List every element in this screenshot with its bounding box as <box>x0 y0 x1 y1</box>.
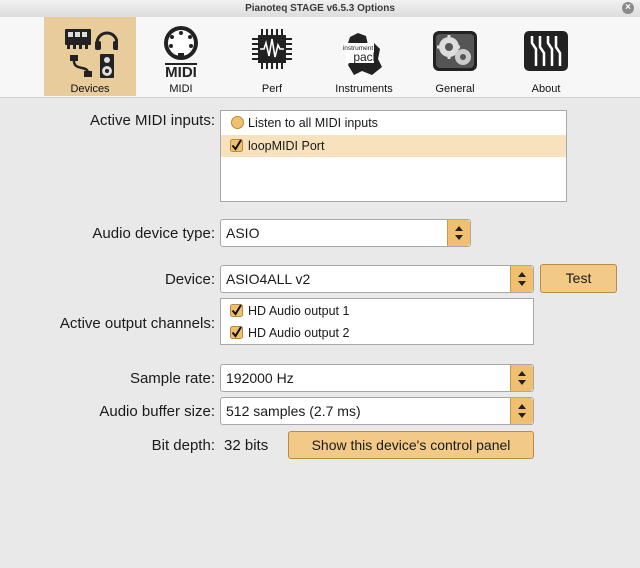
output-channels-list[interactable]: HD Audio output 1 HD Audio output 2 <box>220 298 534 345</box>
instrument-icon-big-text: pack <box>353 50 379 64</box>
tab-perf-label: Perf <box>261 83 283 95</box>
general-icon <box>433 31 477 71</box>
tab-perf[interactable]: Perf <box>226 17 318 96</box>
buffer-size-select[interactable]: 512 samples (2.7 ms) <box>220 397 534 425</box>
output-channel-text: HD Audio output 2 <box>248 326 350 340</box>
midi-input-listen-all[interactable]: Listen to all MIDI inputs <box>221 112 566 134</box>
tab-instruments-label: Instruments <box>335 83 393 95</box>
checkbox-checked-icon[interactable] <box>230 326 243 339</box>
midi-inputs-list[interactable]: Listen to all MIDI inputs loopMIDI Port <box>220 110 567 202</box>
midi-input-text: loopMIDI Port <box>248 139 325 153</box>
audio-device-type-label: Audio device type: <box>92 225 215 242</box>
test-button[interactable]: Test <box>540 264 617 293</box>
tab-general[interactable]: General <box>409 17 501 96</box>
output-channel-2[interactable]: HD Audio output 2 <box>221 322 533 344</box>
bit-depth-label: Bit depth: <box>151 437 215 454</box>
updown-arrows-icon[interactable] <box>510 398 533 424</box>
sample-rate-value: 192000 Hz <box>226 370 294 386</box>
perf-icon <box>252 29 292 69</box>
window-title: Pianoteq STAGE v6.5.3 Options <box>245 3 395 14</box>
close-icon[interactable]: × <box>622 2 634 14</box>
midi-icon: MIDI <box>164 26 198 79</box>
output-channels-label: Active output channels: <box>59 315 215 332</box>
device-select[interactable]: ASIO4ALL v2 <box>220 265 534 293</box>
output-channel-1[interactable]: HD Audio output 1 <box>221 300 533 322</box>
devices-icon <box>65 29 118 78</box>
updown-arrows-icon[interactable] <box>447 220 470 246</box>
device-label: Device: <box>164 271 215 288</box>
output-channel-text: HD Audio output 1 <box>248 304 350 318</box>
tab-midi[interactable]: MIDI MIDI <box>135 17 227 96</box>
midi-input-text: Listen to all MIDI inputs <box>248 116 378 130</box>
instrument-icon-small-text: instrument <box>343 45 374 52</box>
audio-device-type-select[interactable]: ASIO <box>220 219 471 247</box>
checkbox-checked-icon[interactable] <box>230 304 243 317</box>
midi-icon-text: MIDI <box>165 64 197 79</box>
tab-midi-label: MIDI <box>169 83 193 95</box>
audio-device-type-value: ASIO <box>226 225 260 241</box>
sample-rate-label: Sample rate: <box>129 370 215 387</box>
window-titlebar: Pianoteq STAGE v6.5.3 Options × <box>0 0 640 18</box>
device-value: ASIO4ALL v2 <box>226 271 311 287</box>
midi-inputs-label: Active MIDI inputs: <box>89 112 215 129</box>
buffer-size-label: Audio buffer size: <box>99 403 215 420</box>
sample-rate-select[interactable]: 192000 Hz <box>220 364 534 392</box>
tab-instruments[interactable]: instrument pack Instruments <box>318 17 410 96</box>
buffer-size-value: 512 samples (2.7 ms) <box>226 403 361 419</box>
listen-all-indicator-icon <box>231 116 244 129</box>
tab-general-label: General <box>435 83 475 95</box>
instrument-pack-icon: instrument pack <box>343 33 382 75</box>
tab-about-label: About <box>531 83 561 95</box>
options-toolbar: Devices MIDI MIDI Perf <box>0 17 640 98</box>
updown-arrows-icon[interactable] <box>510 266 533 292</box>
tab-about[interactable]: About <box>500 17 592 96</box>
control-panel-button[interactable]: Show this device's control panel <box>288 431 534 459</box>
tab-devices[interactable]: Devices <box>44 17 136 96</box>
checkbox-checked-icon[interactable] <box>230 139 243 152</box>
about-icon <box>524 31 568 71</box>
updown-arrows-icon[interactable] <box>510 365 533 391</box>
bit-depth-value: 32 bits <box>224 437 269 454</box>
midi-input-loopmidi[interactable]: loopMIDI Port <box>221 135 566 157</box>
tab-devices-label: Devices <box>70 83 110 95</box>
